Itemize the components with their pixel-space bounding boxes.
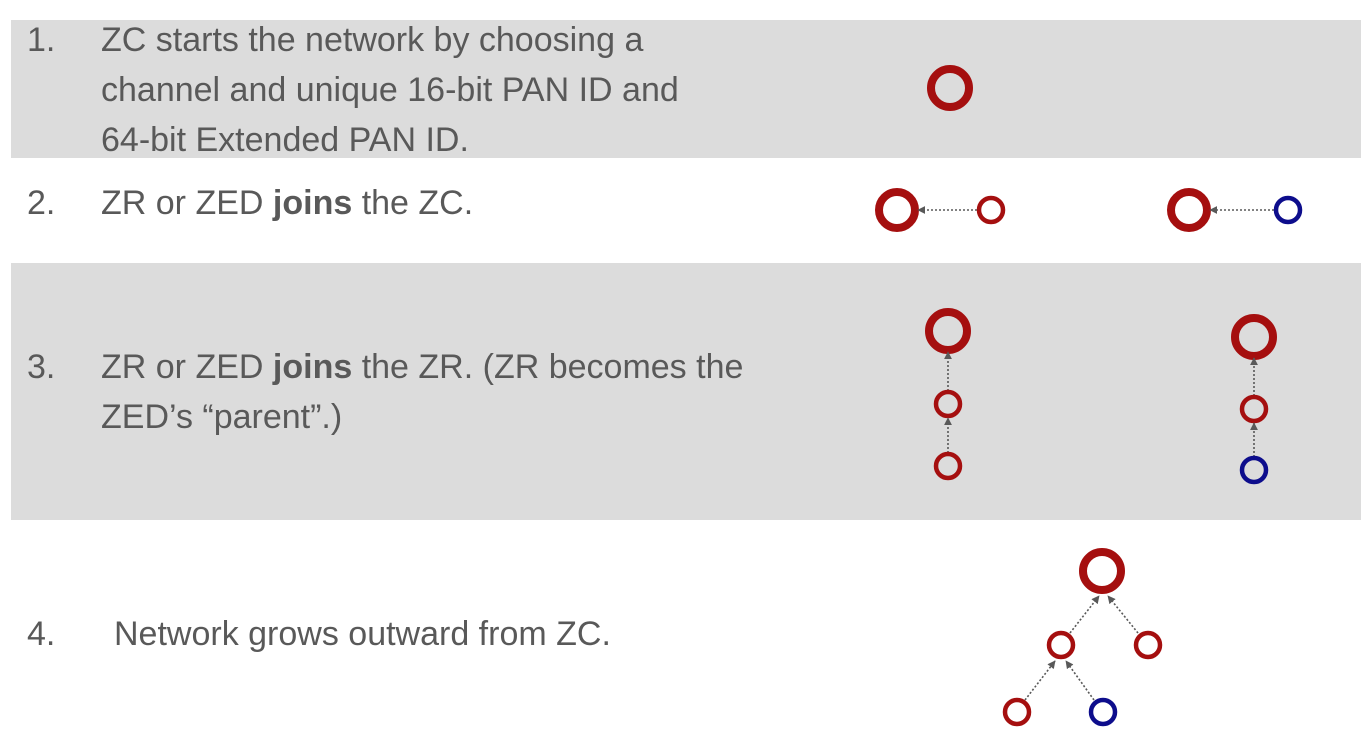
router-node-icon xyxy=(1046,630,1076,660)
dotted-arrow-icon xyxy=(1069,595,1100,634)
step-3-line-1: ZR or ZED joins the ZR. (ZR becomes the xyxy=(101,343,743,392)
step-1-number: 1. xyxy=(27,21,56,59)
step-1-line-3: 64-bit Extended PAN ID. xyxy=(101,121,469,159)
coordinator-node-icon xyxy=(1167,188,1211,232)
end-device-node-icon xyxy=(1273,195,1303,225)
step-1-band xyxy=(11,20,1361,158)
step-3-pre: ZR or ZED xyxy=(101,348,273,386)
coordinator-node-icon xyxy=(1079,548,1125,594)
dotted-arrow-icon xyxy=(1024,660,1056,701)
coordinator-node-icon xyxy=(1231,314,1277,360)
step-2-pre: ZR or ZED xyxy=(101,184,273,222)
coordinator-node-icon xyxy=(927,65,973,111)
step-3-number: 3. xyxy=(27,348,56,386)
step-2-line: ZR or ZED joins the ZC. xyxy=(101,179,473,228)
router-node-icon xyxy=(933,389,963,419)
coordinator-node-icon xyxy=(925,308,971,354)
step-4-number: 4. xyxy=(27,615,56,653)
router-node-icon xyxy=(1239,394,1269,424)
router-node-icon xyxy=(933,451,963,481)
step-2-post: the ZC. xyxy=(352,184,474,222)
step-2-number: 2. xyxy=(27,184,56,222)
step-3-band xyxy=(11,263,1361,520)
router-node-icon xyxy=(1002,697,1032,727)
router-node-icon xyxy=(1133,630,1163,660)
coordinator-node-icon xyxy=(875,188,919,232)
end-device-node-icon xyxy=(1088,697,1118,727)
step-3-post: the ZR. (ZR becomes the xyxy=(352,348,744,386)
step-3-line-2: ZED’s “parent”.) xyxy=(101,398,343,436)
step-2-bold: joins xyxy=(272,184,353,222)
dotted-arrow-icon xyxy=(1107,595,1139,634)
step-3-bold: joins xyxy=(272,348,353,386)
step-1-line-1: ZC starts the network by choosing a xyxy=(101,21,644,59)
dotted-arrow-icon xyxy=(1065,660,1095,701)
step-4-line: Network grows outward from ZC. xyxy=(114,615,611,653)
router-node-icon xyxy=(976,195,1006,225)
end-device-node-icon xyxy=(1239,455,1269,485)
step-1-line-2: channel and unique 16-bit PAN ID and xyxy=(101,71,679,109)
